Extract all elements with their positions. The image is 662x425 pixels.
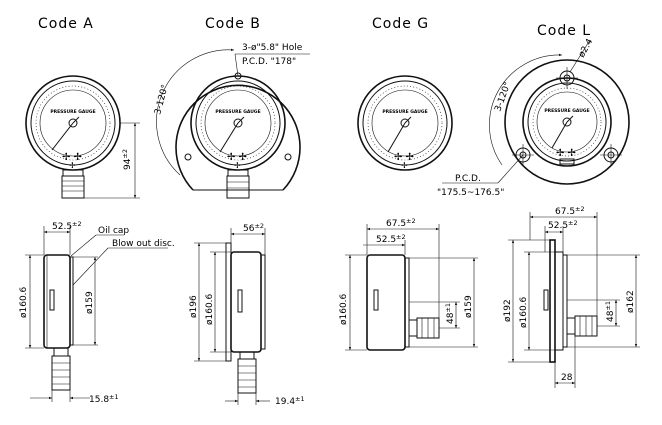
dim-b-160-6: ø160.6 <box>205 293 215 325</box>
dim-a-160-6: ø160.6 <box>19 286 29 318</box>
svg-text:✢ ✢: ✢ ✢ <box>227 152 247 163</box>
dim-b-56: 56±2 <box>243 222 264 234</box>
dim-g-52-5: 52.5±2 <box>376 233 406 245</box>
svg-text:PRESSURE GAUGE: PRESSURE GAUGE <box>544 108 589 114</box>
dim-b-196: ø196 <box>189 295 199 318</box>
svg-text:✢: ✢ <box>234 161 241 170</box>
code-g-front-view: PRESSURE GAUGE ✢ ✢ ✢ <box>357 75 453 171</box>
dim-b-angle: 3-120° <box>153 84 171 116</box>
dim-g-159: ø159 <box>464 295 474 318</box>
code-l-side-view: 67.5±2 52.5±2 ø192 ø160.6 48±1 ø162 28 <box>503 205 640 388</box>
face-label-a: PRESSURE GAUGE <box>50 109 95 115</box>
svg-text:PRESSURE GAUGE: PRESSURE GAUGE <box>215 109 260 115</box>
dim-g-160-6: ø160.6 <box>339 293 349 325</box>
dim-a-94: 94±2 <box>121 149 133 170</box>
dim-l-52-5: 52.5±2 <box>548 219 578 231</box>
dim-l-67-5: 67.5±2 <box>555 205 585 217</box>
svg-text:✢: ✢ <box>69 161 76 170</box>
code-a-side-view: 52.5±2 Oil cap Blow out disc. ø160.6 ø15… <box>19 220 175 405</box>
label-l-pcd-value: "175.5~176.5" <box>437 188 504 198</box>
code-b-side-view: 56±2 ø196 ø160.6 19.4±1 <box>189 222 305 407</box>
dim-l-162: ø162 <box>626 290 636 313</box>
title-code-g: Code G <box>372 16 429 32</box>
dim-l-48: 48±1 <box>604 301 616 322</box>
code-l-front-view: PRESSURE GAUGE ✢ ✢ ø2.4 3-120° P.C.D. "1… <box>437 37 630 198</box>
dim-l-d2-4: ø2.4 <box>577 37 596 59</box>
label-oil-cap: Oil cap <box>98 226 129 236</box>
dim-g-67-5: 67.5±2 <box>386 217 416 229</box>
svg-text:PRESSURE GAUGE: PRESSURE GAUGE <box>382 109 427 115</box>
svg-text:✢ ✢: ✢ ✢ <box>556 148 576 159</box>
code-g-side-view: 67.5±2 52.5±2 ø160.6 48±1 ø159 <box>339 217 478 351</box>
label-blow-out-disc: Blow out disc. <box>112 239 175 249</box>
dim-l-192: ø192 <box>503 299 513 322</box>
title-code-b: Code B <box>205 16 261 32</box>
svg-text:✢ ✢: ✢ ✢ <box>394 152 414 163</box>
title-code-a: Code A <box>38 16 94 32</box>
dim-l-160-6: ø160.6 <box>519 296 529 328</box>
dim-a-159: ø159 <box>85 291 95 314</box>
title-code-l: Code L <box>537 23 591 39</box>
dim-a-15-8: 15.8±1 <box>89 393 119 405</box>
code-a-front-view: PRESSURE GAUGE ✢ ✢ ✢ 94±2 <box>25 75 140 199</box>
dim-g-48: 48±1 <box>444 303 456 324</box>
dim-a-52-5: 52.5±2 <box>52 220 82 232</box>
dim-l-28: 28 <box>561 373 573 383</box>
face-marks-a: ✢ ✢ <box>62 152 82 163</box>
label-b-pcd: P.C.D. "178" <box>242 57 296 67</box>
dim-b-19-4: 19.4±1 <box>275 395 305 407</box>
label-b-holes: 3-ø"5.8" Hole <box>242 43 303 53</box>
svg-text:✢: ✢ <box>401 161 408 170</box>
label-l-pcd: P.C.D. <box>455 174 481 184</box>
code-b-front-view: PRESSURE GAUGE ✢ ✢ ✢ 3-120° 3-ø"5.8" Hol… <box>153 43 310 199</box>
